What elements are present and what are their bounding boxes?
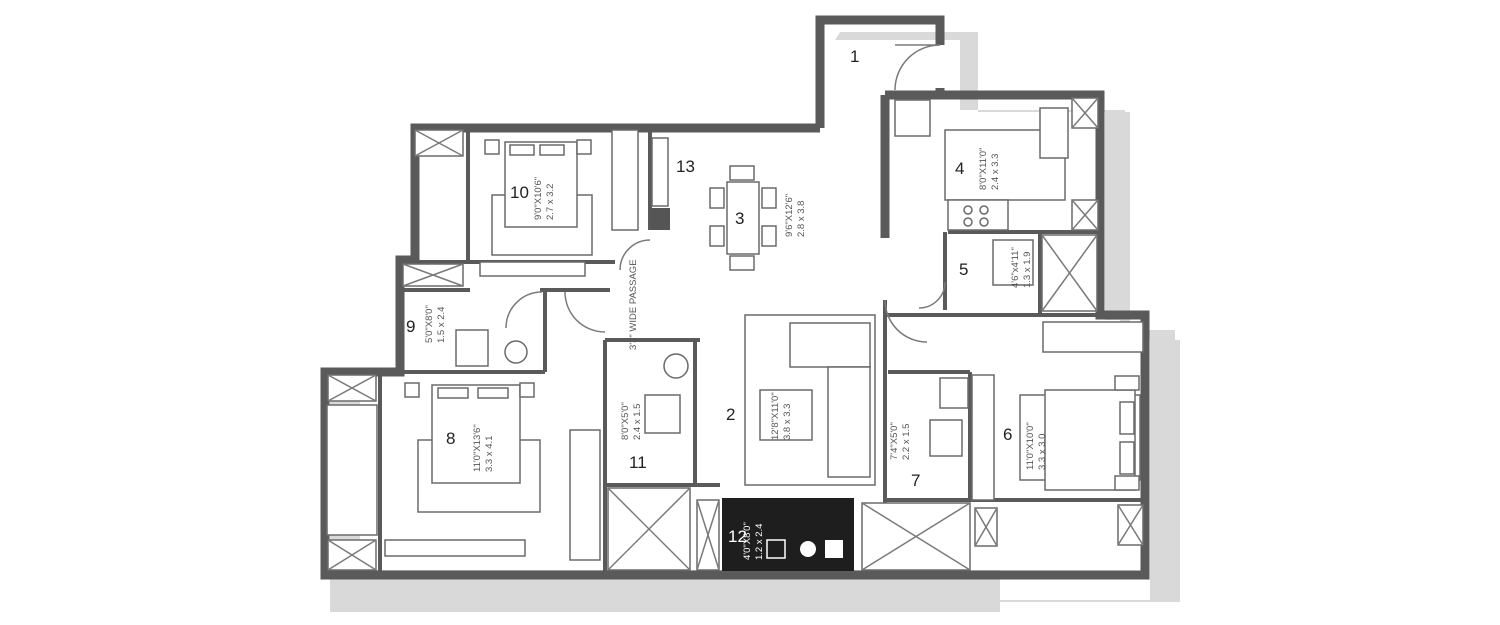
room-number: 8 <box>446 429 455 448</box>
furniture <box>326 99 1144 561</box>
room-number: 13 <box>676 157 695 176</box>
room-number: 9 <box>406 317 415 336</box>
room-labels: 1 2 3 4 5 6 7 8 9 10 11 12 13 <box>406 47 1012 546</box>
dim-m: 2.2 x 1.5 <box>901 424 912 460</box>
dim-m: 3.8 x 3.3 <box>782 404 793 440</box>
room-number: 6 <box>1003 425 1012 444</box>
dim-ft: 12'8"X11'0" <box>770 392 781 440</box>
dim-m: 2.4 x 3.3 <box>990 154 1001 190</box>
room-number: 3 <box>735 209 744 228</box>
dim-m: 2.8 x 3.8 <box>796 201 807 237</box>
dim-ft: 11'0"X13'6" <box>472 424 483 472</box>
dim-ft: 9'0"X10'6" <box>533 177 544 220</box>
utility-room-12 <box>722 498 854 571</box>
dim-ft: 8'0"X5'0" <box>620 402 631 440</box>
dim-ft: 11'0"X10'0" <box>1025 422 1036 470</box>
dim-m: 2.7 x 3.2 <box>545 184 556 220</box>
room-number: 7 <box>911 471 920 490</box>
dim-m: 1.3 x 1.9 <box>1022 252 1033 288</box>
dim-ft: 5'0"X8'0" <box>424 305 435 343</box>
room-number: 2 <box>726 405 735 424</box>
room-number: 11 <box>629 453 647 472</box>
duct-boxes <box>327 97 1144 571</box>
room-number: 1 <box>850 47 859 66</box>
dim-m: 1.2 x 2.4 <box>754 524 765 560</box>
room-number: 10 <box>510 183 529 202</box>
dim-m: 2.4 x 1.5 <box>632 404 643 440</box>
dim-ft: 7'4"X5'0" <box>889 422 900 460</box>
room-number: 5 <box>959 260 968 279</box>
doors <box>505 44 946 343</box>
dim-m: 3.3 x 4.1 <box>484 436 495 472</box>
room-number: 4 <box>955 159 964 178</box>
dim-m: 3.3 x 3.0 <box>1037 434 1048 470</box>
passage-label: 3'3" WIDE PASSAGE <box>628 259 639 350</box>
dim-ft: 4'0"X8'0" <box>742 522 753 560</box>
dim-ft: 9'6"X12'6" <box>784 194 795 237</box>
dim-ft: 4'6"x4'11" <box>1010 247 1021 288</box>
dim-ft: 8'0"X11'0" <box>978 148 989 190</box>
room-number-white: 12 <box>728 527 747 546</box>
dim-m: 1.5 x 2.4 <box>436 307 447 343</box>
room-dimensions: 12'8"X11'0" 3.8 x 3.3 9'6"X12'6" 2.8 x 3… <box>424 148 1048 560</box>
